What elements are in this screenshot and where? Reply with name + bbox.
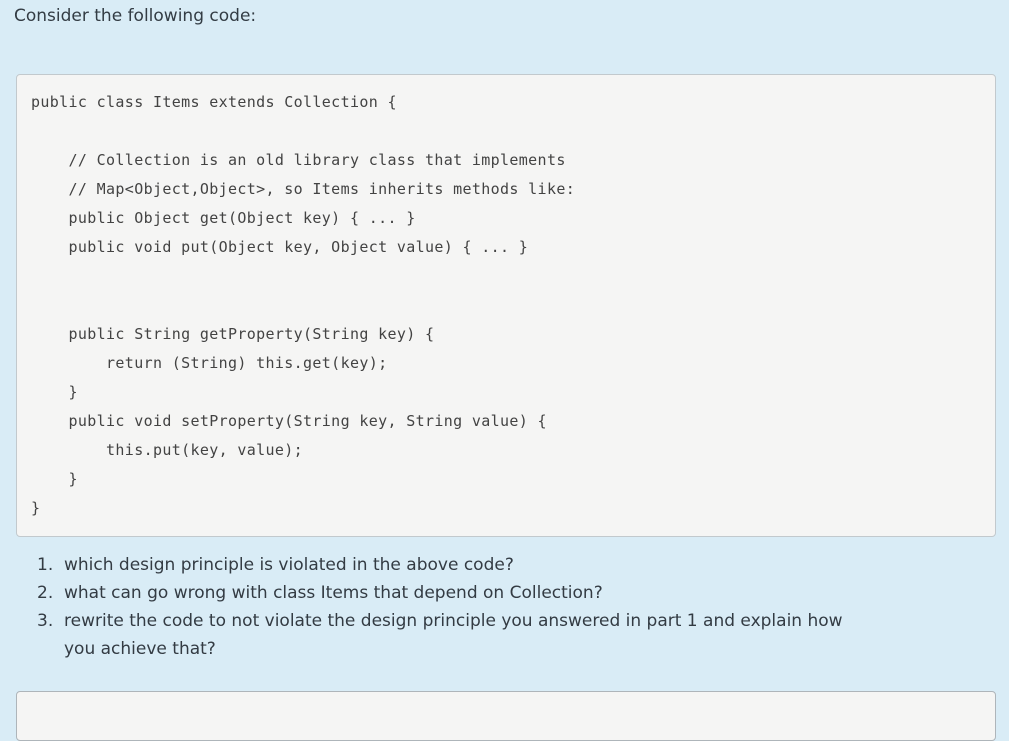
code-block: public class Items extends Collection { … [31,93,576,517]
question-number: 1. [37,555,54,575]
question-text: what can go wrong with class Items that … [64,583,603,603]
question-item: 2. what can go wrong with class Items th… [16,579,991,607]
question-number: 3. [37,611,54,631]
code-panel: public class Items extends Collection { … [16,74,996,537]
page-title: Consider the following code: [14,6,257,26]
question-text: which design principle is violated in th… [64,555,514,575]
question-text: rewrite the code to not violate the desi… [64,611,843,659]
question-item: 1. which design principle is violated in… [16,551,991,579]
question-number: 2. [37,583,54,603]
questions-list: 1. which design principle is violated in… [16,551,991,663]
question-item: 3. rewrite the code to not violate the d… [16,607,991,663]
bottom-panel [16,691,996,741]
